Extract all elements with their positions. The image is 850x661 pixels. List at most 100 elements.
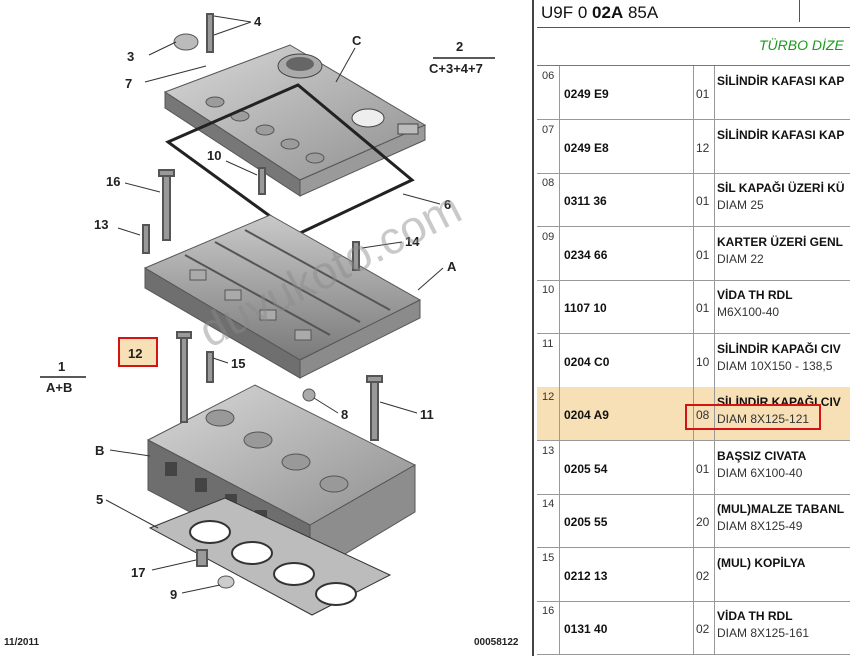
part-quantity: 08 [696,408,710,422]
model-code: U9F 0 02A 85A [541,3,659,22]
part-quantity: 01 [696,87,710,101]
part-reference: 0205 54 [564,461,608,476]
part-description: SİLİNDİR KAPAĞI CIV [717,341,841,356]
highlight-box-row-12 [685,404,821,430]
table-row[interactable]: 07 0249 E8 12 SİLİNDİR KAFASI KAP [537,119,850,174]
row-number: 08 [542,177,555,189]
row-number: 12 [542,391,555,403]
part-description: (MUL)MALZE TABANL [717,502,845,516]
part-reference: 0204 C0 [564,354,610,369]
row-number: 07 [542,123,555,136]
part-reference: 1107 10 [564,301,607,315]
callout-14: 14 [405,234,420,249]
table-title: TÜRBO DİZE [759,37,844,53]
callout-16: 16 [106,174,120,189]
panel-divider [532,0,534,656]
part-dimension: DIAM 25 [717,198,764,212]
engine-parts-drawing: 4 3 7 C 10 16 6 13 14 A 15 8 11 B 5 17 9… [4,13,519,648]
head-gasket [148,497,392,616]
row-number: 13 [542,444,555,457]
part-quantity: 01 [696,247,710,262]
callout-17: 17 [131,565,145,580]
footer-ref: 00058122 [474,637,519,648]
table-row[interactable]: 16 0131 40 02 VİDA TH RDL DIAM 8X125-161 [537,601,850,655]
footer-date: 11/2011 [4,637,39,648]
callout-11: 11 [420,407,434,422]
part-reference: 0234 66 [564,247,608,262]
part-quantity: 01 [696,194,710,208]
part-description: KARTER ÜZERİ GENL [717,234,843,249]
part-reference: 0311 36 [564,194,607,208]
part-quantity: 12 [696,140,710,155]
oil-filler-cap-icon [173,33,199,51]
row-number: 06 [542,70,555,82]
bolts [142,13,383,567]
callout-B: B [95,443,104,458]
part-quantity: 02 [696,622,710,636]
row-number: 10 [542,284,555,296]
callout-5: 5 [96,492,103,507]
part-quantity: 02 [696,568,710,583]
table-row[interactable]: 15 0212 13 02 (MUL) KOPİLYA [537,547,850,602]
callout-8: 8 [341,407,348,422]
part-reference: 0131 40 [564,622,608,636]
row-number: 09 [542,230,555,243]
camshaft-carrier [143,214,422,379]
group-2-formula: C+3+4+7 [429,61,483,76]
callout-6: 6 [444,197,451,212]
table-row[interactable]: 06 0249 E9 01 SİLİNDİR KAFASI KAP [537,66,850,120]
title-row: TÜRBO DİZE [537,27,850,66]
part-quantity: 20 [696,515,710,529]
table-row[interactable]: 11 0204 C0 10 SİLİNDİR KAPAĞI CIV DIAM 10X15… [537,333,850,388]
exploded-diagram: 4 3 7 C 10 16 6 13 14 A 15 8 11 B 5 17 9… [4,13,519,648]
part-reference: 0204 A9 [564,408,609,422]
part-quantity: 10 [696,354,710,369]
table-header: U9F 0 02A 85A [537,0,850,28]
part-dimension: DIAM 8X125-161 [717,626,810,640]
row-number: 11 [542,337,554,350]
part-quantity: 01 [696,301,710,315]
part-dimension: DIAM 8X125-121 [717,412,810,426]
callout-C: C [352,33,362,48]
table-row[interactable]: 09 0234 66 01 KARTER ÜZERİ GENL DIAM 22 [537,226,850,281]
callout-A: A [447,259,457,274]
callout-3: 3 [127,49,134,64]
callout-4: 4 [254,14,262,29]
callout-12: 12 [128,346,142,361]
callout-9: 9 [170,587,177,602]
table-row[interactable]: 14 0205 55 20 (MUL)MALZE TABANL DIAM 8X125-4… [537,494,850,548]
row-number: 15 [542,551,555,564]
row-number: 16 [542,605,555,617]
part-dimension: DIAM 8X125-49 [717,519,803,533]
part-reference: 0212 13 [564,568,608,583]
row-number: 14 [542,498,555,510]
leader-lines [105,15,444,594]
part-dimension: DIAM 22 [717,251,764,266]
part-description: VİDA TH RDL [717,609,793,623]
part-reference: 0205 55 [564,515,608,529]
table-row[interactable]: 08 0311 36 01 SİL KAPAĞI ÜZERİ KÜ DIAM 25 [537,173,850,227]
callout-7: 7 [125,76,132,91]
cover-gasket [165,83,415,237]
part-dimension: DIAM 6X100-40 [717,465,803,480]
part-description: SİLİNDİR KAFASI KAP [717,127,845,142]
callout-13: 13 [94,217,108,232]
part-description: SİL KAPAĞI ÜZERİ KÜ [717,181,845,195]
part-dimension: DIAM 10X150 - 138,5 [717,358,833,373]
group-1-formula: A+B [46,380,72,395]
group-2-number: 2 [456,39,463,54]
callout-15: 15 [231,356,245,371]
callout-10: 10 [207,148,221,163]
valve-cover [163,44,427,197]
part-description: (MUL) KOPİLYA [717,555,806,570]
part-reference: 0249 E9 [564,87,609,101]
part-reference: 0249 E8 [564,140,609,155]
table-row[interactable]: 13 0205 54 01 BAŞSIZ CIVATA DIAM 6X100-40 [537,440,850,495]
part-description: SİLİNDİR KAFASI KAP [717,74,845,88]
part-description: VİDA TH RDL [717,288,793,302]
part-description: BAŞSIZ CIVATA [717,448,807,463]
highlight-box-12 [118,337,158,367]
part-quantity: 01 [696,461,710,476]
